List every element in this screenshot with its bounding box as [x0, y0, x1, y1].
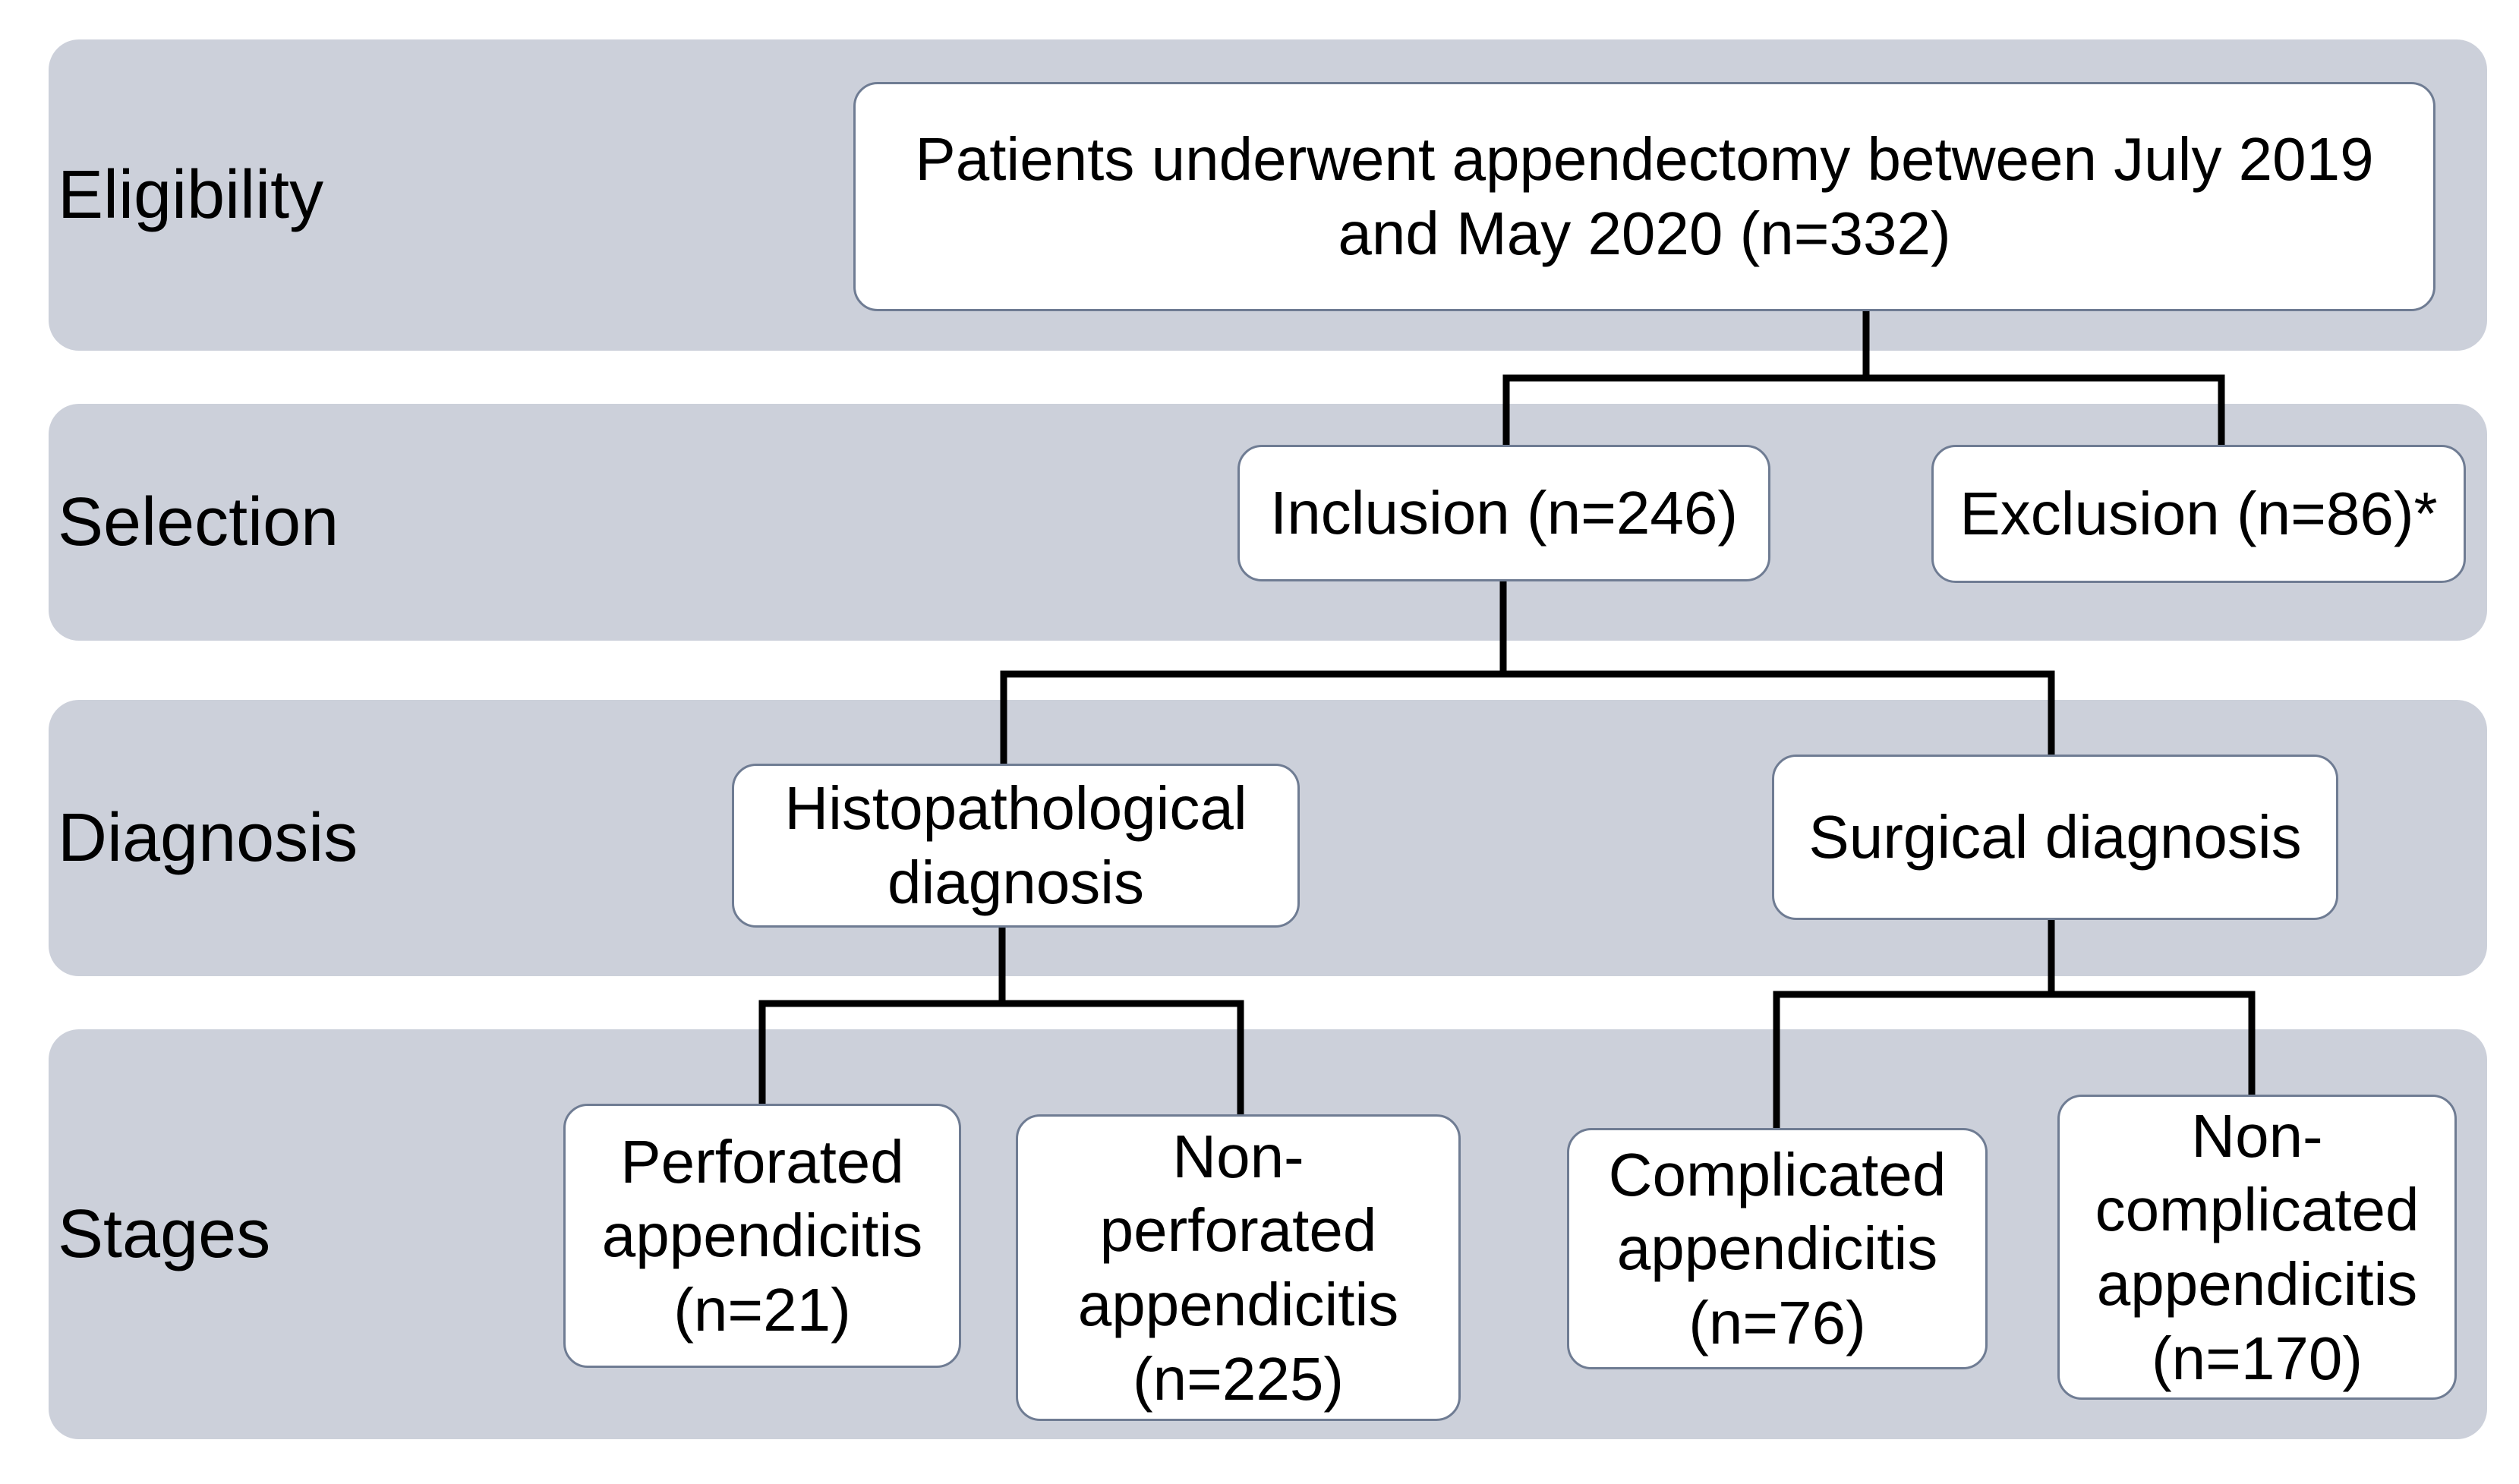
complicated-box: Complicated appendicitis (n=76) [1567, 1128, 1988, 1369]
stages-label: Stages [58, 1196, 271, 1272]
non-perforated-box: Non- perforated appendicitis (n=225) [1016, 1114, 1461, 1421]
exclusion-box: Exclusion (n=86)* [1931, 445, 2466, 583]
perforated-box: Perforated appendicitis (n=21) [563, 1104, 961, 1368]
histopathological-box: Histopathological diagnosis [732, 764, 1300, 928]
selection-label: Selection [58, 484, 339, 560]
patients-box: Patients underwent appendectomy between … [853, 82, 2435, 311]
inclusion-box: Inclusion (n=246) [1237, 445, 1770, 581]
non-complicated-box: Non- complicated appendicitis (n=170) [2057, 1095, 2457, 1400]
diagnosis-label: Diagnosis [58, 800, 358, 876]
eligibility-label: Eligibility [58, 157, 324, 233]
surgical-box: Surgical diagnosis [1772, 755, 2338, 920]
